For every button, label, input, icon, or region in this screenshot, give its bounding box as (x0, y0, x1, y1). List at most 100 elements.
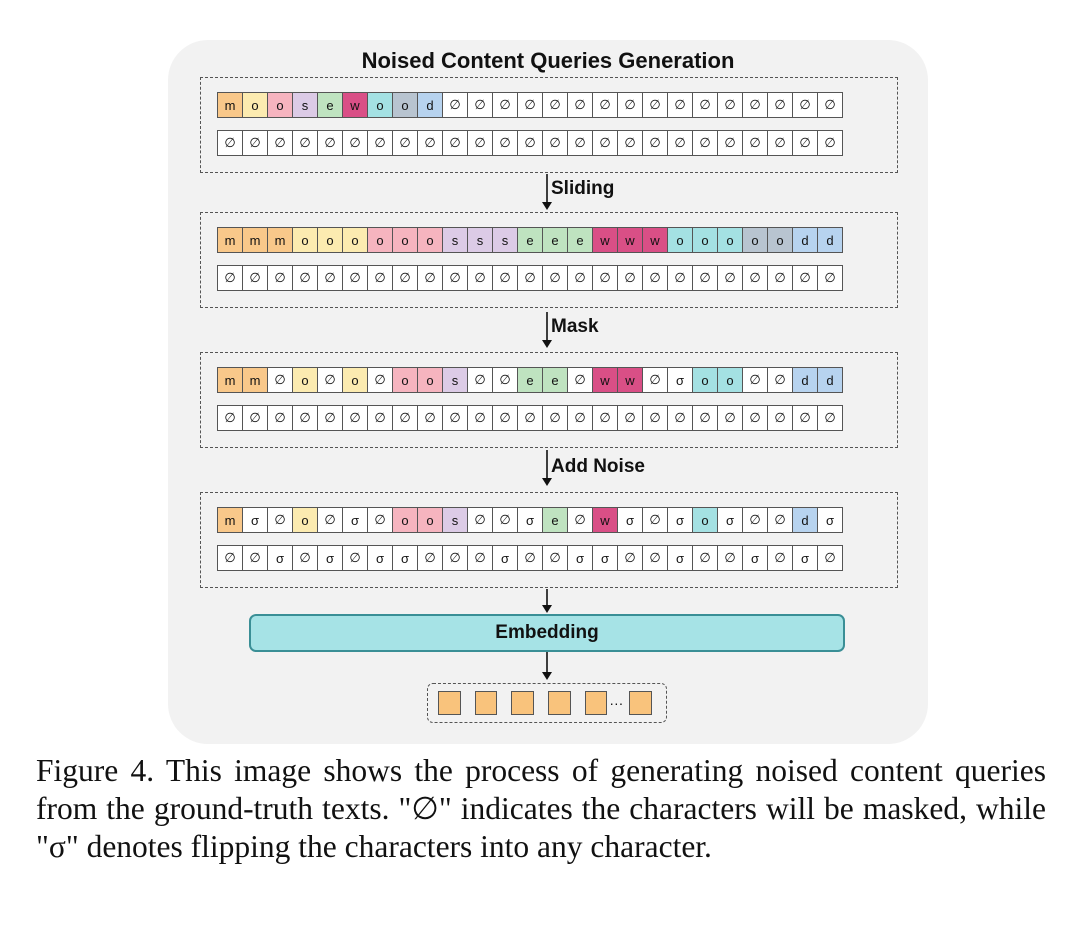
token-cell: ∅ (767, 92, 793, 118)
token-cell: ∅ (667, 92, 693, 118)
token-cell: w (592, 367, 618, 393)
token-cell: o (717, 367, 743, 393)
step-label: Sliding (551, 178, 615, 199)
token-cell: ∅ (417, 130, 443, 156)
token-cell: o (267, 92, 293, 118)
token-cell: ∅ (267, 507, 293, 533)
token-cell: ∅ (367, 130, 393, 156)
token-cell: o (242, 92, 268, 118)
token-cell: o (667, 227, 693, 253)
token-cell: ∅ (442, 405, 468, 431)
token-cell: ∅ (717, 265, 743, 291)
token-cell: ∅ (642, 265, 668, 291)
token-cell: ∅ (317, 507, 343, 533)
token-cell: ∅ (742, 92, 768, 118)
token-cell: ∅ (367, 367, 393, 393)
token-cell: ∅ (642, 507, 668, 533)
token-cell: s (292, 92, 318, 118)
ellipsis: ··· (609, 695, 624, 711)
token-cell: σ (592, 545, 618, 571)
token-cell: σ (342, 507, 368, 533)
token-cell: ∅ (692, 405, 718, 431)
token-cell: ∅ (667, 265, 693, 291)
token-cell: m (217, 92, 243, 118)
token-cell: ∅ (617, 545, 643, 571)
token-cell: o (692, 507, 718, 533)
token-cell: ∅ (292, 265, 318, 291)
token-cell: ∅ (767, 367, 793, 393)
token-cell: o (292, 227, 318, 253)
token-cell: ∅ (242, 265, 268, 291)
token-cell: ∅ (367, 265, 393, 291)
token-cell: σ (517, 507, 543, 533)
token-cell: ∅ (242, 545, 268, 571)
flow-arrow-icon (542, 312, 552, 348)
flow-arrow-icon (542, 450, 552, 486)
token-cell: ∅ (392, 405, 418, 431)
token-cell: ∅ (442, 265, 468, 291)
token-cell: ∅ (367, 405, 393, 431)
token-cell: m (217, 227, 243, 253)
token-cell: m (217, 507, 243, 533)
token-cell: ∅ (317, 265, 343, 291)
token-cell: ∅ (467, 405, 493, 431)
output-token (438, 691, 461, 715)
token-cell: ∅ (292, 545, 318, 571)
token-cell: o (342, 227, 368, 253)
token-cell: ∅ (467, 367, 493, 393)
token-cell: e (542, 507, 568, 533)
embedding-block: Embedding (249, 614, 845, 652)
output-token (474, 691, 498, 715)
token-cell: o (292, 367, 318, 393)
token-cell: ∅ (492, 405, 518, 431)
token-cell: w (617, 227, 643, 253)
token-cell: ∅ (492, 507, 518, 533)
token-row: ∅∅∅∅∅∅∅∅∅∅∅∅∅∅∅∅∅∅∅∅∅∅∅∅∅ (217, 130, 843, 156)
token-cell: o (742, 227, 768, 253)
token-cell: σ (667, 545, 693, 571)
token-cell: o (692, 227, 718, 253)
token-cell: ∅ (742, 405, 768, 431)
token-cell: ∅ (817, 130, 843, 156)
token-cell: w (617, 367, 643, 393)
token-cell: ∅ (467, 130, 493, 156)
token-cell: σ (567, 545, 593, 571)
token-cell: ∅ (717, 405, 743, 431)
token-cell: ∅ (567, 507, 593, 533)
token-cell: ∅ (542, 130, 568, 156)
token-cell: ∅ (642, 405, 668, 431)
token-cell: o (767, 227, 793, 253)
token-cell: d (792, 227, 818, 253)
flow-arrow-icon (542, 174, 552, 210)
token-cell: e (317, 92, 343, 118)
token-cell: ∅ (317, 405, 343, 431)
token-cell: ∅ (567, 130, 593, 156)
token-cell: ∅ (767, 545, 793, 571)
token-cell: ∅ (317, 367, 343, 393)
token-cell: σ (392, 545, 418, 571)
token-cell: σ (242, 507, 268, 533)
token-cell: ∅ (717, 92, 743, 118)
token-cell: ∅ (617, 130, 643, 156)
token-cell: s (442, 367, 468, 393)
token-cell: ∅ (817, 405, 843, 431)
token-cell: ∅ (542, 92, 568, 118)
token-cell: o (417, 367, 443, 393)
token-cell: ∅ (442, 92, 468, 118)
token-cell: ∅ (567, 405, 593, 431)
token-cell: ∅ (517, 545, 543, 571)
token-cell: ∅ (442, 130, 468, 156)
flow-arrow-icon (542, 652, 552, 680)
token-cell: o (342, 367, 368, 393)
token-cell: σ (792, 545, 818, 571)
token-cell: ∅ (467, 92, 493, 118)
output-token-sequence: ··· (427, 683, 667, 723)
token-row: ∅∅∅∅∅∅∅∅∅∅∅∅∅∅∅∅∅∅∅∅∅∅∅∅∅ (217, 405, 843, 431)
token-cell: ∅ (642, 545, 668, 571)
token-cell: ∅ (642, 92, 668, 118)
token-cell: ∅ (742, 367, 768, 393)
token-cell: ∅ (742, 507, 768, 533)
